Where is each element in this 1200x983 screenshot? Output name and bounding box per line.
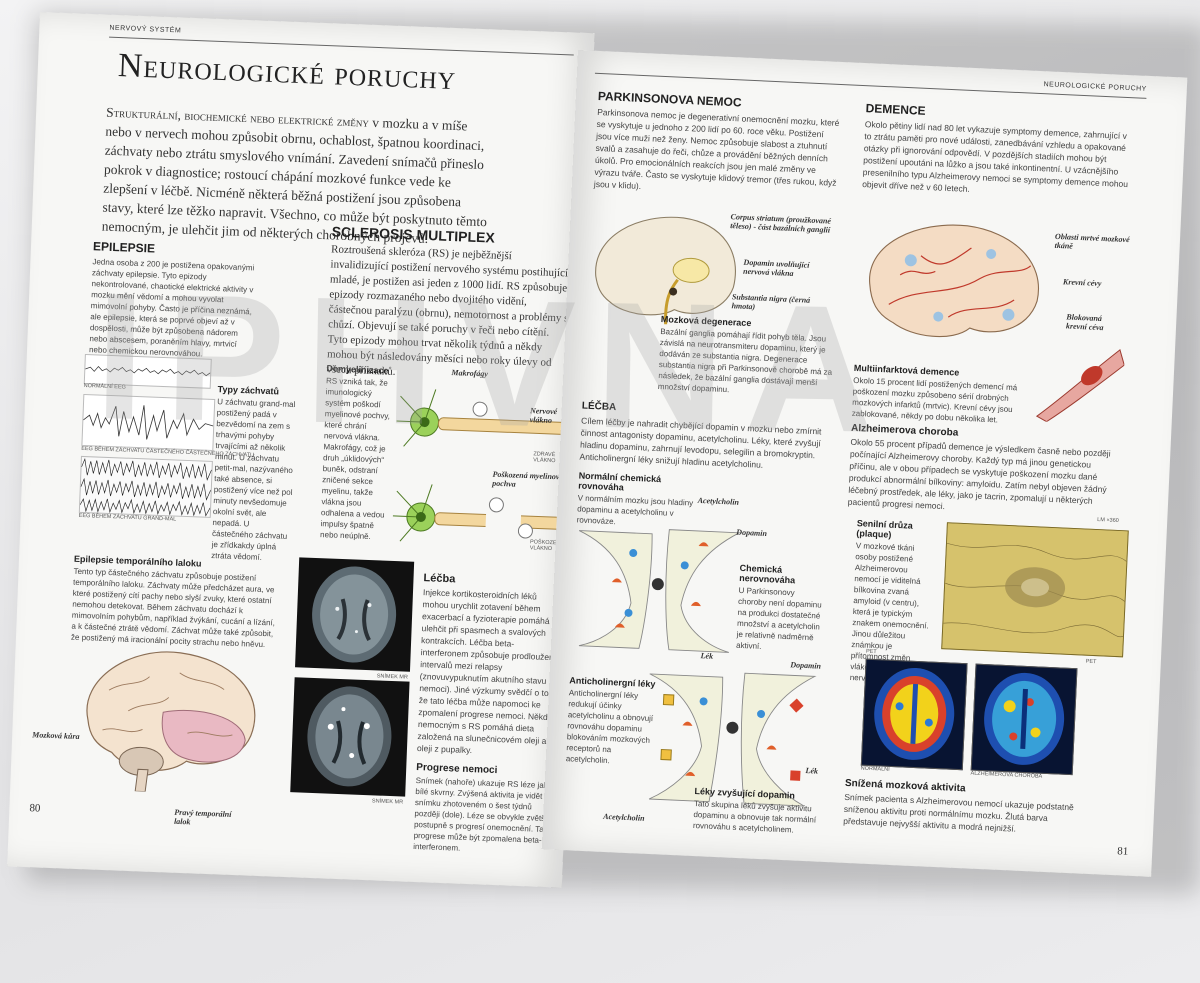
synapse-drug-drawing	[648, 672, 817, 807]
label-macrophages: Makrofágy	[451, 368, 489, 379]
mri-bottom-caption: SNÍMEK MR	[371, 798, 404, 806]
label-dead-tissue: Oblasti mrtvé mozkové tkáně	[1054, 231, 1130, 251]
multi-infarct-text: Okolo 15 procent lidí postižených demenc…	[851, 375, 1018, 425]
dementia-brain-drawing	[869, 224, 1039, 338]
parkinson-treatment-section: Léčba Cílem léčby je nahradit chybějící …	[579, 401, 827, 474]
mri-top-caption: SNÍMEK MR	[376, 673, 409, 681]
pet-alzheimer-drawing	[984, 672, 1065, 765]
eeg-grandmal-chart	[78, 455, 213, 518]
ms-treatment-text: Injekce kortikosteroidních léků mohou ur…	[416, 587, 559, 756]
synapse-normal-figure	[569, 510, 745, 663]
dementia-text: Okolo pětiny lidí nad 80 let vykazuje sy…	[861, 119, 1129, 194]
demyelination-text: RS vzniká tak, že imunologický systém po…	[319, 376, 391, 542]
degeneration-section: Mozková degenerace Bazální ganglia pomáh…	[658, 314, 836, 400]
eeg-normal-chart	[83, 353, 212, 389]
neuron-illustration	[388, 376, 576, 588]
ms-section: Sclerosis multiplex Roztroušená skleróza…	[326, 223, 572, 386]
seizure-types-heading: Typy záchvatů	[217, 384, 280, 397]
chemical-imbalance-heading: Chemická nerovnováha	[738, 562, 796, 586]
label-dopamine-fibers: Dopamin uvolňující nervová vlákna	[742, 257, 810, 279]
reduced-activity-text: Snímek pacienta s Alzheimerovou nemocí u…	[843, 791, 1075, 834]
eeg-partial-chart	[81, 393, 216, 451]
parkinson-treatment-text: Cílem léčby je nahradit chybějící dopami…	[579, 415, 822, 470]
pet-normal-caption: NORMÁLNÍ	[860, 765, 890, 773]
label-cerebral-cortex: Mozková kůra	[32, 730, 80, 742]
synapse-drug-figure	[639, 654, 821, 817]
plaque-micrograph	[941, 522, 1129, 658]
eeg-normal-trace	[85, 365, 211, 377]
alzheimer-text: Okolo 55 procent případů demence je výsl…	[847, 436, 1111, 512]
brain-illustration	[65, 639, 271, 802]
dementia-section: Demence Okolo pětiny lidí nad 80 let vyk…	[862, 101, 1136, 202]
seizure-types-text: U záchvatu grand-mal postižený padá v be…	[211, 397, 296, 562]
demyelination-heading: Demyelinizace	[326, 363, 389, 376]
parkinson-brain-drawing	[595, 216, 736, 325]
parkinson-section: Parkinsonova nemoc Parkinsonova nemoc je…	[594, 89, 843, 201]
chemical-imbalance-text: U Parkinsonovy choroby není dopaminu na …	[735, 585, 822, 651]
ms-progress-section: Progrese nemoci Snímek (nahoře) ukazuje …	[413, 762, 556, 857]
multi-infarct-section: Multiinfarktová demence Okolo 15 procent…	[852, 363, 1034, 427]
dementia-brain-figure	[857, 213, 1053, 356]
mri-brain-top	[312, 566, 397, 663]
label-blocked-vessel: Blokovaná krevní céva	[1065, 312, 1104, 333]
seizure-types-section: Typy záchvatů U záchvatu grand-mal posti…	[211, 384, 298, 564]
mri-brain-bottom	[307, 686, 392, 787]
pet-scan-normal	[860, 658, 968, 771]
pet-label-left: PET	[865, 648, 877, 656]
alzheimer-section: Alzheimerova choroba Okolo 55 procent př…	[848, 423, 1122, 520]
ms-progress-text: Snímek (nahoře) ukazuje RS léze jako bíl…	[413, 775, 554, 853]
label-drug-right: Lék	[805, 766, 819, 776]
label-acetylcholine-bottom: Acetylcholin	[603, 811, 645, 823]
label-substantia-nigra: Substantia nigra (černá hmota)	[731, 292, 811, 312]
label-temporal-lobe: Pravý temporální lalok	[173, 807, 232, 827]
eeg-partial-trace	[83, 405, 214, 440]
pet-normal-drawing	[874, 667, 955, 760]
plaque-micrograph-drawing	[942, 523, 1128, 657]
synapse-normal-drawing	[578, 529, 741, 653]
pet-label-right: PET	[1085, 658, 1097, 666]
mri-scan-bottom	[290, 677, 410, 797]
micrograph-magnification: LM ×360	[1097, 517, 1119, 525]
eeg-grandmal-trace	[79, 457, 212, 517]
degeneration-text: Bazální ganglia pomáhají řídit pohyb těl…	[657, 327, 833, 395]
page-title: Neurologické poruchy	[117, 47, 457, 98]
mri-scan-top	[295, 557, 415, 672]
right-page: NEUROLOGICKÉ PORUCHY Parkinsonova nemoc …	[541, 50, 1188, 877]
label-acetylcholine: Acetylcholin	[697, 495, 740, 507]
neuron-drawing	[392, 389, 574, 542]
dopamine-boost-text: Tato skupina léků zvyšuje aktivitu dopam…	[692, 799, 817, 835]
brain-drawing	[86, 651, 256, 793]
eeg-normal-caption: NORMÁLNÍ EEG	[83, 382, 126, 391]
left-page: NERVOVÝ SYSTÉM Neurologické poruchy Stru…	[7, 12, 595, 888]
label-dopamine-right: Dopamin	[790, 660, 822, 671]
epilepsy-section: Epilepsie Jedna osoba z 200 je postižena…	[89, 239, 258, 361]
reduced-activity-section: Snížená mozková aktivita Snímek pacienta…	[843, 778, 1075, 837]
blocked-vessel-figure	[1031, 341, 1125, 430]
right-page-number: 81	[1116, 845, 1129, 858]
temporal-epilepsy-section: Epilepsie temporálního laloku Tento typ …	[71, 554, 279, 651]
epilepsy-text: Jedna osoba z 200 je postižena opakovaný…	[88, 257, 255, 359]
label-dopamine: Dopamin	[736, 527, 768, 539]
chemical-imbalance-section: Chemická nerovnováha U Parkinsonovy chor…	[736, 563, 825, 655]
demyelination-section: Demyelinizace RS vzniká tak, že imunolog…	[320, 363, 397, 543]
ms-treatment-section: Léčba Injekce kortikosteroidních léků mo…	[417, 572, 564, 759]
temporal-epilepsy-text: Tento typ částečného záchvatu způsobuje …	[70, 566, 276, 650]
label-drug-top: Lék	[700, 651, 714, 661]
pet-scan-alzheimer	[970, 663, 1078, 776]
senile-plaque-heading: Senilní drůza (plaque)	[856, 518, 914, 540]
label-blood-vessels: Krevní cévy	[1062, 277, 1102, 288]
parkinson-text: Parkinsonova nemoc je degenerativní onem…	[593, 106, 840, 191]
left-page-number: 80	[29, 802, 41, 815]
parkinson-brain-figure	[583, 206, 749, 338]
blocked-vessel-drawing	[1035, 349, 1125, 423]
dopamine-boost-section: Léky zvyšující dopamin Tato skupina léků…	[693, 786, 830, 837]
